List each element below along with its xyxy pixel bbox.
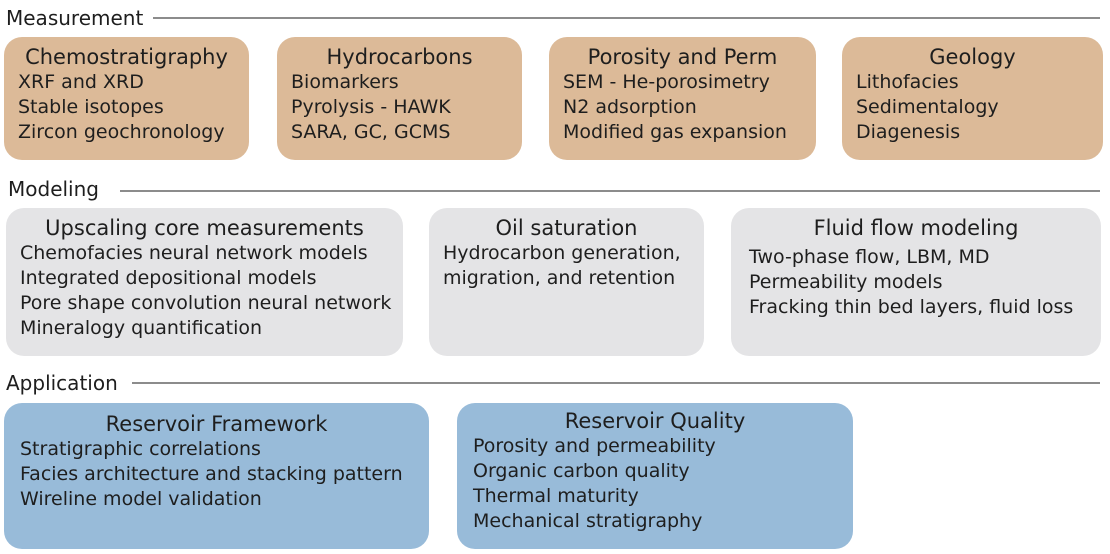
- hydrocarbons-box: Hydrocarbons Biomarkers Pyrolysis - HAWK…: [277, 37, 522, 160]
- list-item: Hydrocarbon generation,: [443, 242, 681, 264]
- box-title: Hydrocarbons: [326, 45, 473, 69]
- list-item: Integrated depositional models: [20, 267, 317, 289]
- list-item: Modified gas expansion: [563, 121, 787, 143]
- list-item: Zircon geochronology: [18, 121, 225, 143]
- list-item: Porosity and permeability: [473, 435, 716, 457]
- box-list: Porosity and permeability Organic carbon…: [473, 434, 853, 534]
- oil-saturation-box: Oil saturation Hydrocarbon generation, m…: [429, 208, 704, 356]
- box-title: Oil saturation: [495, 216, 638, 240]
- box-list: Chemofacies neural network models Integr…: [20, 241, 403, 341]
- chemostratigraphy-box: Chemostratigraphy XRF and XRD Stable iso…: [4, 37, 249, 160]
- box-list: Biomarkers Pyrolysis - HAWK SARA, GC, GC…: [291, 70, 522, 145]
- list-item: Thermal maturity: [473, 485, 639, 507]
- list-item: Chemofacies neural network models: [20, 242, 368, 264]
- box-title: Reservoir Quality: [564, 409, 746, 433]
- list-item: Mineralogy quantification: [20, 317, 263, 339]
- box-list: SEM - He-porosimetry N2 adsorption Modif…: [563, 70, 816, 145]
- list-item: N2 adsorption: [563, 96, 697, 118]
- geology-box: Geology Lithofacies Sedimentalogy Diagen…: [842, 37, 1103, 160]
- porosity-perm-box: Porosity and Perm SEM - He-porosimetry N…: [549, 37, 816, 160]
- list-item: Lithofacies: [856, 71, 959, 93]
- box-title: Reservoir Framework: [105, 412, 328, 436]
- reservoir-quality-box: Reservoir Quality Porosity and permeabil…: [457, 403, 853, 549]
- measurement-divider: [150, 17, 1100, 19]
- list-item: Organic carbon quality: [473, 460, 690, 482]
- list-item: migration, and retention: [443, 267, 676, 289]
- list-item: Mechanical stratigraphy: [473, 510, 703, 532]
- box-title: Upscaling core measurements: [45, 216, 364, 240]
- list-item: XRF and XRD: [18, 71, 144, 93]
- box-list: Stratigraphic correlations Facies archit…: [20, 437, 429, 512]
- application-heading: Application: [6, 372, 128, 394]
- list-item: Sedimentalogy: [856, 96, 999, 118]
- box-title: Chemostratigraphy: [25, 45, 228, 69]
- list-item: Permeability models: [749, 271, 943, 293]
- list-item: Stratigraphic correlations: [20, 438, 261, 460]
- list-item: SEM - He-porosimetry: [563, 71, 770, 93]
- box-title: Fluid flow modeling: [813, 216, 1019, 240]
- box-list: Lithofacies Sedimentalogy Diagenesis: [856, 70, 1103, 145]
- list-item: Facies architecture and stacking pattern: [20, 463, 403, 485]
- list-item: Pore shape convolution neural network: [20, 292, 392, 314]
- list-item: Diagenesis: [856, 121, 961, 143]
- box-list: Two-phase flow, LBM, MD Permeability mod…: [749, 245, 1101, 320]
- modeling-divider: [120, 190, 1100, 192]
- modeling-heading: Modeling: [8, 178, 109, 200]
- box-list: XRF and XRD Stable isotopes Zircon geoch…: [18, 70, 249, 145]
- reservoir-framework-box: Reservoir Framework Stratigraphic correl…: [4, 403, 429, 549]
- list-item: Stable isotopes: [18, 96, 164, 118]
- measurement-heading: Measurement: [6, 7, 154, 29]
- list-item: Biomarkers: [291, 71, 399, 93]
- list-item: Pyrolysis - HAWK: [291, 96, 451, 118]
- upscaling-box: Upscaling core measurements Chemofacies …: [6, 208, 403, 356]
- box-title: Geology: [929, 45, 1016, 69]
- box-title: Porosity and Perm: [587, 45, 778, 69]
- list-item: SARA, GC, GCMS: [291, 121, 451, 143]
- list-item: Wireline model validation: [20, 488, 262, 510]
- application-divider: [132, 382, 1100, 384]
- fluid-flow-box: Fluid flow modeling Two-phase flow, LBM,…: [731, 208, 1101, 356]
- box-list: Hydrocarbon generation, migration, and r…: [443, 241, 704, 291]
- list-item: Fracking thin bed layers, fluid loss: [749, 296, 1074, 318]
- list-item: Two-phase flow, LBM, MD: [749, 246, 990, 268]
